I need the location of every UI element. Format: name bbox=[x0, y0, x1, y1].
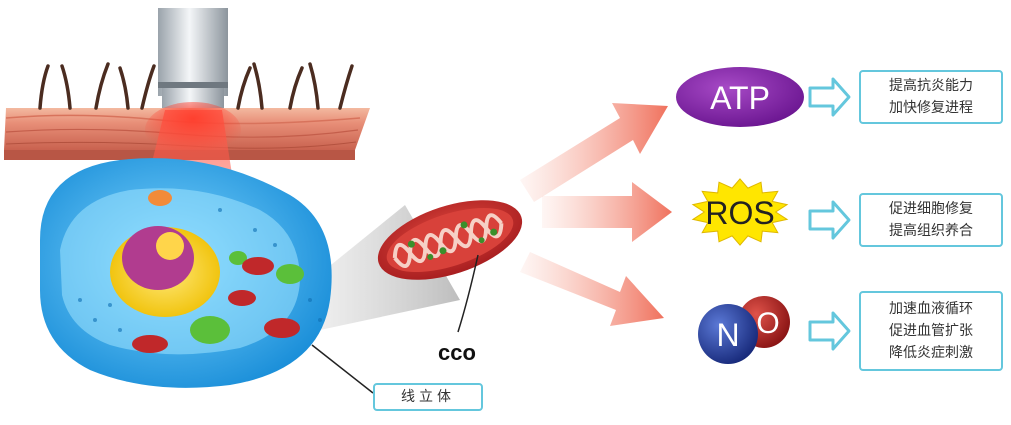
mitochondrion-large bbox=[377, 200, 523, 280]
atp-label: ATP bbox=[710, 80, 770, 116]
golgi bbox=[148, 190, 172, 206]
small-mitochondrion bbox=[228, 290, 256, 306]
no-effect-1: 加速血液循环 bbox=[889, 301, 973, 317]
ros-label: ROS bbox=[705, 195, 774, 231]
cco-label: cco bbox=[438, 340, 476, 365]
small-mitochondrion bbox=[264, 318, 300, 338]
hollow-arrow-no bbox=[808, 311, 851, 351]
ros-effects-box: 促进细胞修复 提高组织养合 bbox=[859, 193, 1003, 247]
nitrogen-atom bbox=[698, 304, 758, 364]
small-mitochondrion bbox=[242, 257, 274, 275]
hollow-arrow-ros bbox=[808, 200, 851, 240]
arrow-to-no bbox=[520, 252, 664, 326]
ros-effect-1: 促进细胞修复 bbox=[889, 201, 973, 217]
arrow-to-ros bbox=[542, 182, 672, 242]
hollow-arrow-atp bbox=[808, 77, 851, 117]
atp-effect-2: 加快修复进程 bbox=[889, 100, 973, 116]
small-mitochondrion bbox=[132, 335, 168, 353]
mitochondria-label-box: 线立体 bbox=[373, 383, 483, 411]
cco-pointer bbox=[457, 254, 479, 333]
mitochondria-pointer bbox=[311, 344, 374, 394]
light-device bbox=[158, 8, 228, 110]
green-organelle bbox=[276, 264, 304, 284]
no-effect-3: 降低炎症刺激 bbox=[889, 345, 973, 361]
no-molecule: N O bbox=[698, 296, 790, 364]
green-organelle bbox=[229, 251, 247, 265]
cell-illustration bbox=[40, 158, 332, 388]
ros-effect-2: 提高组织养合 bbox=[889, 223, 973, 239]
no-label-n: N bbox=[716, 317, 739, 353]
atp-effect-1: 提高抗炎能力 bbox=[889, 78, 973, 94]
atp-effects-box: 提高抗炎能力 加快修复进程 bbox=[859, 70, 1003, 124]
no-effect-2: 促进血管扩张 bbox=[889, 323, 973, 339]
atp-molecule: ATP bbox=[676, 67, 804, 127]
mitochondria-label: 线立体 bbox=[401, 389, 455, 405]
arrow-to-atp bbox=[520, 103, 668, 202]
no-effects-box: 加速血液循环 促进血管扩张 降低炎症刺激 bbox=[859, 291, 1003, 371]
nucleolus bbox=[122, 226, 194, 290]
ros-molecule: ROS bbox=[691, 178, 789, 246]
green-organelle bbox=[190, 316, 230, 344]
hollow-arrows bbox=[808, 77, 851, 351]
light-glow bbox=[145, 102, 241, 158]
no-label-o: O bbox=[756, 307, 779, 340]
big-arrows bbox=[520, 103, 672, 326]
